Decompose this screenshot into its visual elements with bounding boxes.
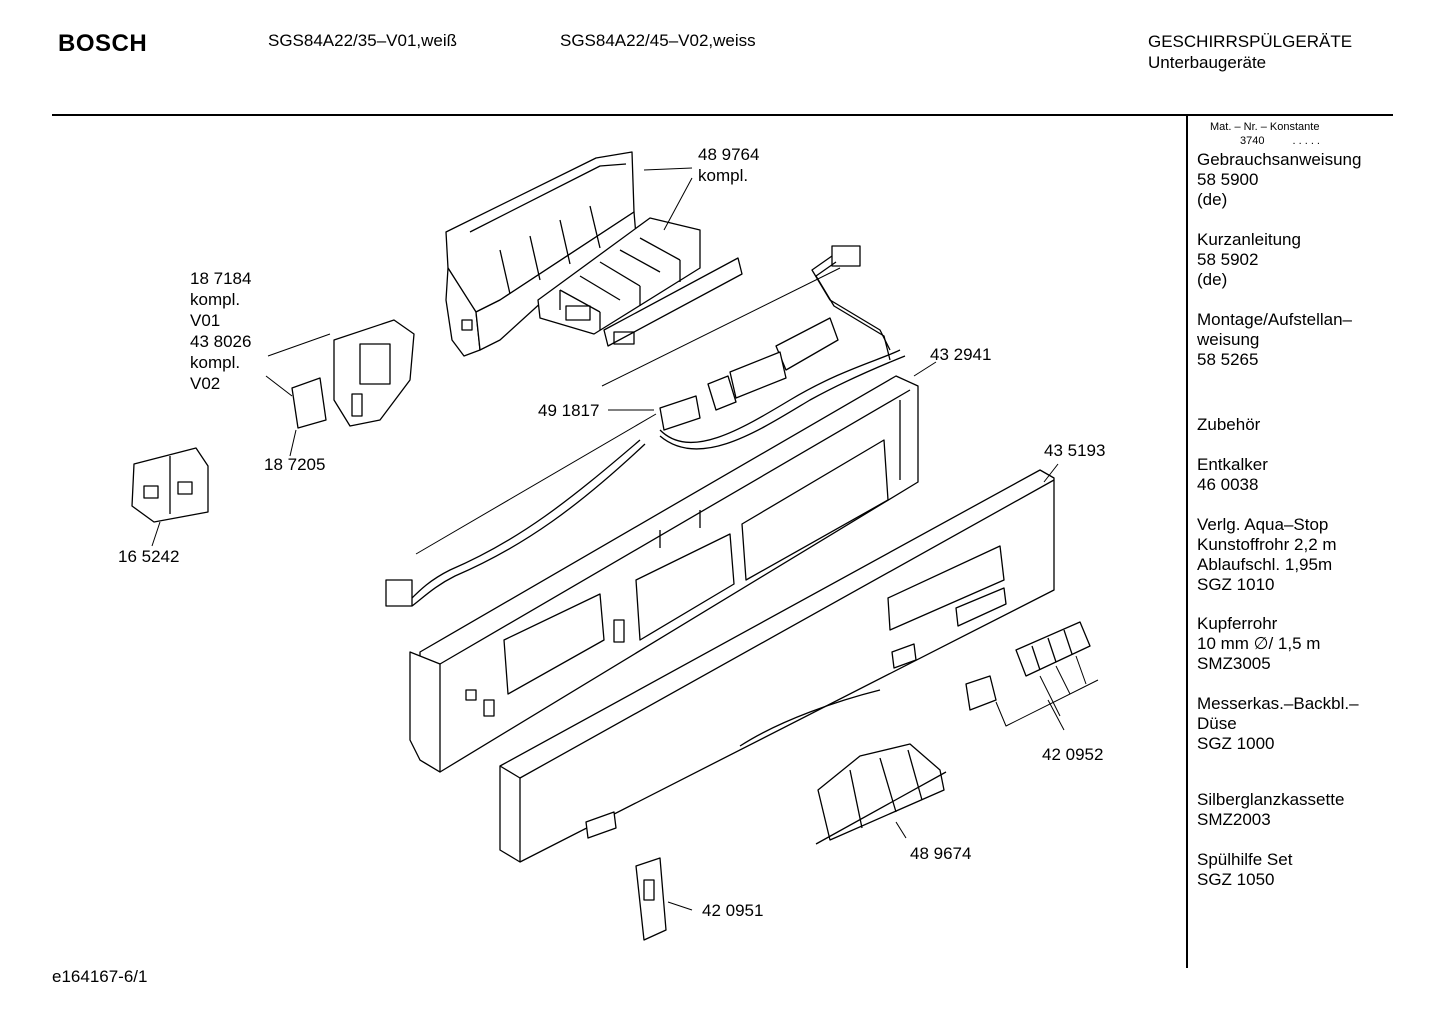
list-item-line: SGZ 1000 — [1197, 734, 1275, 753]
control-module-part — [446, 152, 742, 356]
callout-165242: 16 5242 — [118, 547, 179, 566]
callout-438026-note: kompl. — [190, 353, 240, 372]
list-item-line: 58 5902 — [1197, 250, 1259, 269]
list-item-line: Kunstoffrohr 2,2 m — [1197, 535, 1337, 554]
callout-432941: 43 2941 — [930, 345, 991, 364]
list-item-line: 10 mm ∅/ 1,5 m — [1197, 634, 1321, 653]
callout-438026-number: 43 8026 — [190, 332, 251, 351]
material-constant: 3740 — [1240, 135, 1265, 147]
list-item-quickguide: Kurzanleitung 58 5902 (de) — [1197, 230, 1301, 290]
drawing-id: e164167-6/1 — [52, 967, 148, 986]
list-item-line: Kupferrohr — [1197, 614, 1278, 633]
list-item-line: Kurzanleitung — [1197, 230, 1301, 249]
list-item-line: Silberglanzkassette — [1197, 790, 1345, 809]
callout-489764-note: kompl. — [698, 166, 748, 185]
list-item-line: weisung — [1197, 330, 1260, 349]
list-item-line: Düse — [1197, 714, 1237, 733]
list-item-line: Gebrauchsanweisung — [1197, 150, 1362, 169]
list-item-line: Messerkas.–Backbl.– — [1197, 694, 1359, 713]
list-item-descaler: Entkalker 46 0038 — [1197, 455, 1268, 495]
material-number-header: Mat. – Nr. – Konstante 3740 . . . . . — [1210, 120, 1320, 148]
list-item-line: 58 5900 — [1197, 170, 1259, 189]
main-switch-part — [292, 320, 414, 428]
list-item-line: (de) — [1197, 190, 1228, 209]
list-item-accessories: Zubehör — [1197, 415, 1260, 435]
leader-lines — [152, 168, 1098, 910]
list-item-line: Spülhilfe Set — [1197, 850, 1293, 869]
header-divider — [52, 114, 1393, 116]
dispenser-cover-part — [816, 744, 946, 844]
button-set-part — [966, 622, 1090, 710]
callout-491817: 49 1817 — [538, 401, 599, 420]
callout-420952: 42 0952 — [1042, 745, 1103, 764]
callout-489674: 48 9674 — [910, 844, 971, 863]
model-number-1: SGS84A22/35–V01,weiß — [268, 31, 458, 50]
list-item-silver-cassette: Silberglanzkassette SMZ2003 — [1197, 790, 1344, 830]
panel-frame-part — [410, 376, 918, 772]
callout-187184-note: kompl. — [190, 290, 240, 309]
callout-187184-variant: V01 — [190, 311, 220, 330]
list-item-line: SMZ3005 — [1197, 654, 1271, 673]
latch-clip-part — [636, 858, 666, 940]
material-header-label: Mat. – Nr. – Konstante — [1210, 121, 1320, 133]
list-item-line: Entkalker — [1197, 455, 1268, 474]
callout-489764-number: 48 9764 — [698, 145, 759, 164]
list-item-line: Verlg. Aqua–Stop — [1197, 515, 1329, 534]
list-item-copper-pipe: Kupferrohr 10 mm ∅/ 1,5 m SMZ3005 — [1197, 614, 1320, 674]
front-fascia-part — [500, 470, 1054, 862]
list-item-line: Montage/Aufstellan– — [1197, 310, 1352, 329]
category-title: GESCHIRRSPÜLGERÄTE — [1148, 32, 1353, 51]
brand-logo: BOSCH — [58, 30, 148, 57]
callout-420951: 42 0951 — [702, 901, 763, 920]
list-item-line: SGZ 1050 — [1197, 870, 1275, 889]
list-item-line: (de) — [1197, 270, 1228, 289]
list-item-line: 58 5265 — [1197, 350, 1259, 369]
list-item-line: SGZ 1010 — [1197, 575, 1275, 594]
product-category: GESCHIRRSPÜLGERÄTE Unterbaugeräte — [1148, 31, 1352, 73]
list-item-line: Zubehör — [1197, 415, 1261, 434]
list-item-nozzle: Messerkas.–Backbl.– Düse SGZ 1000 — [1197, 694, 1359, 754]
list-item-manual: Gebrauchsanweisung 58 5900 (de) — [1197, 150, 1361, 210]
callout-435193: 43 5193 — [1044, 441, 1105, 460]
list-item-aquastop: Verlg. Aqua–Stop Kunstoffrohr 2,2 m Abla… — [1197, 515, 1337, 595]
list-item-rinse-aid: Spülhilfe Set SGZ 1050 — [1197, 850, 1292, 890]
sidebar-divider — [1186, 116, 1188, 968]
material-dots: . . . . . — [1292, 135, 1320, 147]
list-item-line: SMZ2003 — [1197, 810, 1271, 829]
callout-187205: 18 7205 — [264, 455, 325, 474]
terminal-block-part — [132, 448, 208, 522]
list-item-line: 46 0038 — [1197, 475, 1259, 494]
model-number-2: SGS84A22/45–V02,weiss — [560, 31, 756, 50]
callout-438026-variant: V02 — [190, 374, 220, 393]
list-item-installation: Montage/Aufstellan– weisung 58 5265 — [1197, 310, 1352, 370]
list-item-line: Ablaufschl. 1,95m — [1197, 555, 1333, 574]
category-subtitle: Unterbaugeräte — [1148, 53, 1267, 72]
wiring-harness-part — [386, 246, 905, 606]
callout-187184-number: 18 7184 — [190, 269, 251, 288]
